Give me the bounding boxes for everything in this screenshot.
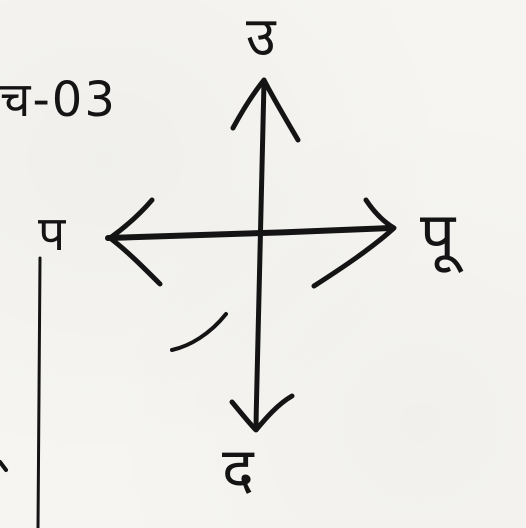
south-arrowhead xyxy=(229,393,295,433)
ink-mark xyxy=(0,460,8,472)
heading-label: च-03 xyxy=(0,72,117,128)
west-label: प xyxy=(38,206,66,262)
south-label: द xyxy=(222,435,254,505)
west-east-axis xyxy=(105,225,395,241)
west-arrowhead xyxy=(107,197,163,287)
north-arrowhead xyxy=(230,77,301,143)
margin-line xyxy=(36,256,42,528)
north-label: उ xyxy=(246,5,276,68)
stray-stroke xyxy=(170,312,228,352)
north-south-axis xyxy=(253,79,267,431)
east-arrowhead xyxy=(311,197,397,289)
east-label: पू xyxy=(420,198,456,271)
